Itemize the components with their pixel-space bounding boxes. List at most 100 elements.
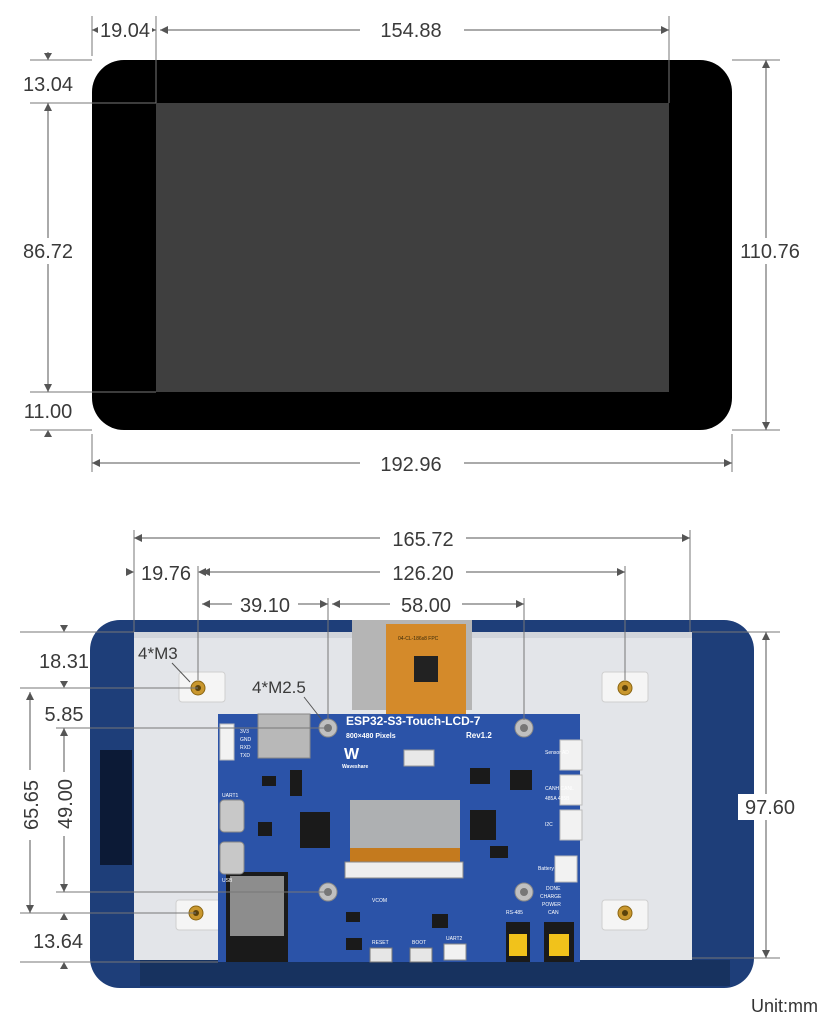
display-active-area <box>156 103 669 392</box>
arrow-head <box>26 692 34 700</box>
header-sensor <box>559 739 583 771</box>
dim-total-height: 110.76 <box>740 241 800 263</box>
label-m25-holes: 4*M2.5 <box>252 678 306 697</box>
silk-boot: BOOT <box>412 940 426 946</box>
dim-active-height: 86.72 <box>23 241 73 263</box>
dim-frame-width: 165.72 <box>392 529 453 551</box>
silk-i2c: I2C <box>545 822 553 828</box>
arrow-head <box>762 422 770 430</box>
arrow-head <box>516 600 524 608</box>
silk-485a-485b: 485A 485B <box>545 796 570 802</box>
usb-c-port-usb <box>219 841 245 875</box>
m3-standoff-bottom-left <box>175 899 223 931</box>
silk-power: POWER <box>542 902 561 908</box>
dim-bezel-top: 13.04 <box>23 74 73 96</box>
pcb-revision: Rev1.2 <box>466 731 492 740</box>
header-can <box>559 774 583 806</box>
silk-charge: CHARGE <box>540 894 562 900</box>
arrow-head <box>60 884 68 892</box>
arrow-head <box>60 681 68 688</box>
arrow-head <box>126 568 134 576</box>
dim-pcb-hole-offset-x: 39.10 <box>240 595 290 617</box>
arrow-head <box>26 905 34 913</box>
pcb-board: ESP32-S3-Touch-LCD-7 800×480 Pixels Rev1… <box>218 713 583 963</box>
unit-label: Unit:mm <box>751 996 818 1016</box>
reset-button <box>369 947 393 963</box>
arrow-head <box>92 459 100 467</box>
dim-hole-offset-bottom: 13.64 <box>33 931 83 953</box>
silk-canh-canl: CANH CANL <box>545 786 574 792</box>
waveshare-logo-mark: W <box>344 746 360 763</box>
arrow-head <box>661 26 669 34</box>
silk-battery: Battery <box>538 866 554 872</box>
sd-card-slot <box>257 713 311 759</box>
m3-standoff-bottom-right <box>601 899 649 931</box>
silk-txd: TXD <box>240 753 250 759</box>
arrow-head <box>332 600 340 608</box>
silk-uart1: UART1 <box>222 793 239 799</box>
arrow-head <box>44 103 52 111</box>
silk-sensor-ad: Sensor AD <box>545 750 569 756</box>
dim-pcb-hole-offset-y: 5.85 <box>45 704 84 726</box>
waveshare-logo: Waveshare <box>342 764 368 770</box>
silk-gnd: GND <box>240 737 252 743</box>
dim-pcb-hole-pitch-x: 58.00 <box>401 595 451 617</box>
arrow-head <box>724 459 732 467</box>
dim-hole-offset-x: 19.76 <box>141 563 191 585</box>
arrow-head <box>762 60 770 68</box>
label-m3-holes: 4*M3 <box>138 644 178 663</box>
back-view: 04-CL-186s8 FPC <box>18 526 800 988</box>
battery-connector <box>554 855 578 883</box>
arrow-head <box>60 913 68 920</box>
arrow-head <box>60 962 68 969</box>
leader-m3 <box>171 662 191 683</box>
arrow-head <box>60 625 68 632</box>
header-i2c <box>559 809 583 841</box>
arrow-head <box>762 632 770 640</box>
side-slot <box>100 750 132 865</box>
silk-rxd: RXD <box>240 745 251 751</box>
arrow-head <box>160 26 168 34</box>
silk-uart2: UART2 <box>446 936 463 942</box>
arrow-head <box>44 53 52 60</box>
dim-active-width: 154.88 <box>380 20 441 42</box>
dim-total-width: 192.96 <box>380 454 441 476</box>
silk-vcom: VCOM <box>372 898 387 904</box>
fpc-label: 04-CL-186s8 FPC <box>398 636 439 642</box>
rear-frame-bottom-edge <box>140 960 730 986</box>
dim-frame-height: 97.60 <box>745 797 795 819</box>
silk-reset: RESET <box>372 940 389 946</box>
silk-can: CAN <box>548 910 559 916</box>
header-uart-left <box>219 723 235 761</box>
arrow-head <box>44 384 52 392</box>
dim-hole-pitch-x: 126.20 <box>392 563 453 585</box>
dim-bezel-bottom: 11.00 <box>24 401 73 423</box>
back-extension-lines <box>20 530 780 963</box>
silk-usb: USB <box>222 878 233 884</box>
leader-m25 <box>303 696 323 721</box>
boot-button <box>409 947 433 963</box>
m3-standoff-top-left <box>178 671 226 703</box>
arrow-head <box>320 600 328 608</box>
dim-hole-pitch-y: 65.65 <box>21 780 43 830</box>
front-view: 19.04 154.88 13.04 86.72 11.00 110.76 19… <box>20 16 800 476</box>
pcb-product-name: ESP32-S3-Touch-LCD-7 <box>346 714 481 728</box>
dim-pcb-hole-pitch-y: 49.00 <box>55 779 77 829</box>
arrow-head <box>682 534 690 542</box>
silk-done: DONE <box>546 886 561 892</box>
m3-standoff-top-right <box>601 671 649 703</box>
dim-hole-offset-top: 18.31 <box>39 651 89 673</box>
dim-bezel-left: 19.04 <box>100 20 150 42</box>
usb-c-port-uart1 <box>219 799 245 833</box>
arrow-head <box>202 568 210 576</box>
arrow-head <box>134 534 142 542</box>
arrow-head <box>617 568 625 576</box>
arrow-head <box>44 430 52 437</box>
silk-3v3: 3V3 <box>240 729 249 735</box>
pcb-resolution: 800×480 Pixels <box>346 733 396 740</box>
uart2-connector <box>443 943 467 961</box>
arrow-head <box>202 600 210 608</box>
silk-rs485: RS-485 <box>506 910 523 916</box>
fpc-cable: 04-CL-186s8 FPC <box>352 620 472 714</box>
